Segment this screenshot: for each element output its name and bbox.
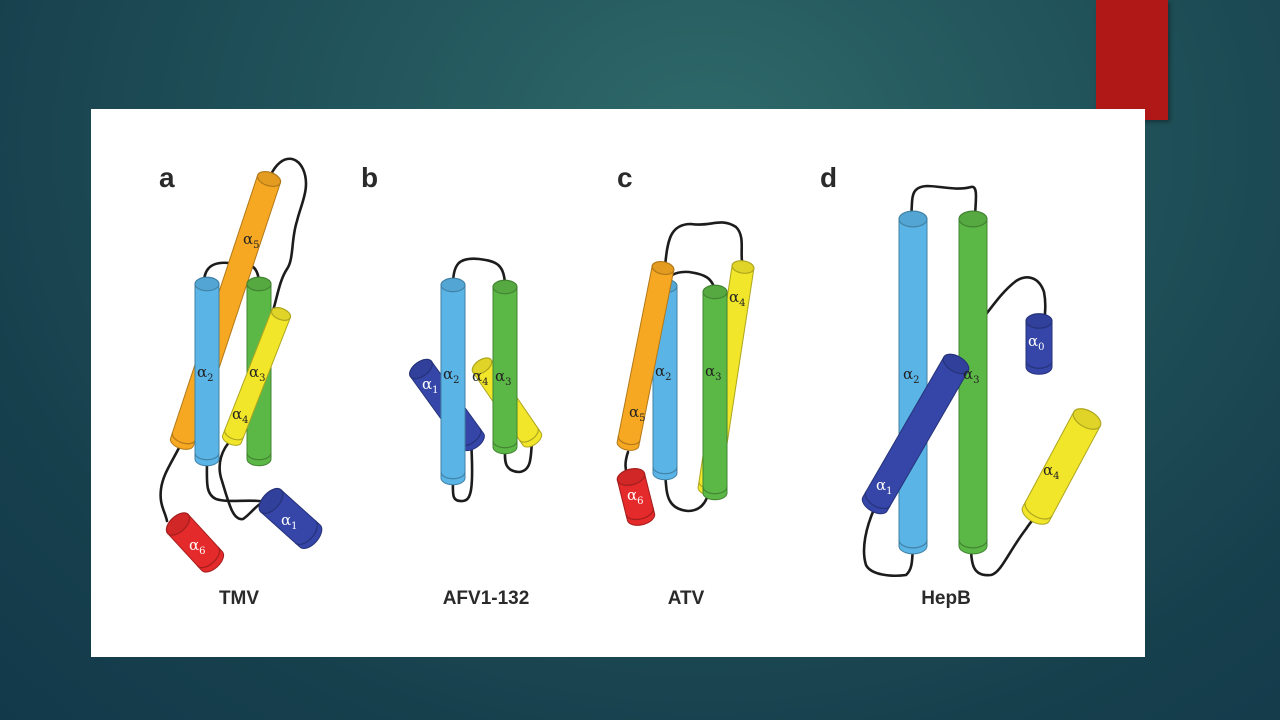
helix-label-a-alpha-4: α4 [232,405,249,426]
panel-b-helices [409,277,543,486]
helix-label-subscript: 6 [637,496,643,507]
panel-letter-a: a [159,162,175,193]
helix-label-subscript: 4 [1053,471,1059,482]
helix-label-b-alpha-2: α2 [443,365,460,386]
helix-label-subscript: 3 [715,372,721,383]
helix-label-greek: α [197,363,207,381]
panel-c-helices [616,260,755,526]
helix-topology-diagram: a b c d TMV AFV1-132 ATV HepB [159,157,1102,609]
helix-label-subscript: 3 [259,373,265,384]
helix-label-greek: α [627,486,637,504]
helix-d-alpha-0 [1025,313,1053,375]
helix-label-subscript: 4 [739,298,745,309]
helix-label-subscript: 4 [242,415,248,426]
helix-label-greek: α [243,230,253,248]
helix-label-d-alpha-0: α0 [1028,332,1045,353]
helix-label-greek: α [655,362,665,380]
helix-label-a-alpha-1: α1 [281,511,298,532]
helix-label-greek: α [472,367,482,385]
helix-a-alpha-6 [165,512,225,573]
panel-letter-b: b [361,162,378,193]
helix-c-alpha-6 [616,468,656,526]
helix-label-greek: α [189,536,199,554]
helix-label-c-alpha-3: α3 [705,362,722,383]
helix-label-greek: α [422,375,432,393]
helix-label-subscript: 1 [886,486,892,497]
helix-label-b-alpha-4: α4 [472,367,489,388]
helix-label-d-alpha-2: α2 [903,365,920,386]
helix-label-a-alpha-5: α5 [243,230,260,251]
helix-label-greek: α [249,363,259,381]
helix-label-c-alpha-6: α6 [627,486,644,507]
helix-label-c-alpha-5: α5 [629,403,646,424]
helix-label-subscript: 2 [453,375,459,386]
helix-label-subscript: 6 [199,546,205,557]
helix-d-alpha-4 [1021,408,1102,525]
helix-label-a-alpha-6: α6 [189,536,206,557]
helix-label-d-alpha-3: α3 [963,365,980,386]
helix-label-d-alpha-4: α4 [1043,461,1060,482]
figure-panel: a b c d TMV AFV1-132 ATV HepB [91,109,1145,657]
helix-label-subscript: 5 [253,240,259,251]
helix-label-greek: α [232,405,242,423]
helix-label-greek: α [629,403,639,421]
panel-a-loops [159,157,308,523]
helix-label-c-alpha-4: α4 [729,288,746,309]
helix-d-alpha-1 [861,353,970,515]
helix-a-alpha-1 [258,487,323,549]
helix-label-subscript: 2 [207,373,213,384]
helix-label-subscript: 3 [973,375,979,386]
helix-d-alpha-3 [958,210,988,555]
helix-label-subscript: 0 [1038,342,1044,353]
helix-label-b-alpha-3: α3 [495,367,512,388]
helix-label-greek: α [903,365,913,383]
helix-label-subscript: 3 [505,377,511,388]
helix-label-c-alpha-2: α2 [655,362,672,383]
helix-b-alpha-2 [440,277,466,486]
helix-b-alpha-3 [492,279,518,455]
panel-d-helices [861,210,1102,555]
helix-label-subscript: 1 [432,385,438,396]
helix-label-subscript: 1 [291,521,297,532]
panel-letter-d: d [820,162,837,193]
helix-label-a-alpha-3: α3 [249,363,266,384]
helix-label-greek: α [495,367,505,385]
helix-label-b-alpha-1: α1 [422,375,439,396]
helix-label-d-alpha-1: α1 [876,476,893,497]
protein-name-tmv: TMV [219,588,259,609]
panel-b-loops [451,257,534,503]
helix-label-a-alpha-2: α2 [197,363,214,384]
helix-a-alpha-4 [221,307,292,446]
helix-a-alpha-2 [194,276,220,467]
helix-label-subscript: 4 [482,377,488,388]
helix-label-greek: α [281,511,291,529]
helix-label-greek: α [1028,332,1038,350]
protein-name-afv1-132: AFV1-132 [443,588,530,609]
helix-label-greek: α [963,365,973,383]
panel-a-helices [165,170,323,573]
helix-label-greek: α [729,288,739,306]
helix-label-subscript: 2 [665,372,671,383]
helix-label-greek: α [1043,461,1053,479]
helix-c-alpha-5 [616,260,675,451]
helix-label-greek: α [876,476,886,494]
panel-letter-c: c [617,162,633,193]
helix-label-greek: α [443,365,453,383]
helix-label-subscript: 2 [913,375,919,386]
protein-name-atv: ATV [668,588,705,609]
protein-name-hepb: HepB [921,588,971,609]
helix-label-subscript: 5 [639,413,645,424]
accent-bar [1096,0,1168,120]
helix-label-greek: α [705,362,715,380]
helix-c-alpha-3 [702,284,728,501]
